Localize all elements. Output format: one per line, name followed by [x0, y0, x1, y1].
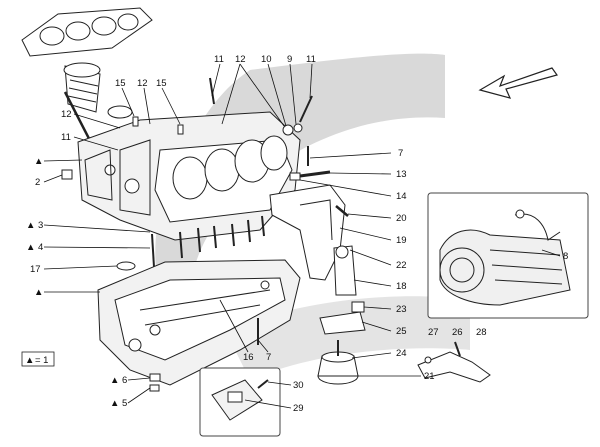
callout-24: 24: [396, 348, 407, 359]
legend: ▲ = 1: [21, 351, 55, 367]
callout-16: 16: [243, 352, 254, 363]
callout-26: 26: [452, 327, 463, 338]
callout-9: 9: [287, 54, 292, 65]
triangle-marker: ▲: [34, 287, 43, 298]
bolt-20: [335, 205, 349, 217]
engine-mount-rubber: [317, 340, 359, 385]
o-ring: [116, 261, 136, 271]
sensor-fitting-2: [293, 123, 303, 133]
top-plug-2: [177, 124, 184, 135]
gearbox-mount-bracket: [417, 341, 491, 383]
callout-10: 10: [261, 54, 272, 65]
oil-filter: [63, 62, 133, 119]
callout-25: 25: [396, 326, 407, 337]
bolt-13: [289, 170, 331, 181]
callout-7: 7: [266, 352, 271, 363]
callout-11: 11: [214, 54, 224, 65]
lower-inset: [199, 367, 281, 437]
legend-marker: ▲: [25, 355, 34, 366]
callout-11: 11: [306, 54, 316, 65]
callout-15: 15: [156, 78, 167, 89]
legend-text: = 1: [35, 355, 48, 366]
callout-17: 17: [30, 264, 41, 275]
leader-lines: [43, 63, 561, 409]
top-plug: [132, 116, 139, 127]
direction-arrow-icon: [478, 67, 558, 99]
callout-30: 30: [293, 380, 304, 391]
engine-mount-bracket: [269, 184, 346, 281]
callout-12: 12: [137, 78, 148, 89]
lower-crankcase: [97, 259, 301, 386]
callout-18: 18: [396, 281, 407, 292]
callout-21: 21: [424, 371, 435, 382]
callout-19: 19: [396, 235, 407, 246]
callout-5: ▲ 5: [110, 398, 127, 409]
plug-6: [149, 373, 161, 382]
crankcase-studs: [179, 215, 265, 259]
callout-29: 29: [293, 403, 304, 414]
triangle-marker: ▲: [34, 156, 43, 167]
callout-27: 27: [428, 327, 439, 338]
sensor-fitting: [282, 124, 294, 136]
bushing-23: [351, 301, 365, 313]
engine-mount-arm: [333, 245, 357, 296]
callout-8: 8: [563, 251, 568, 262]
callout-15: 15: [115, 78, 126, 89]
head-gasket: [21, 7, 153, 57]
plug-5: [149, 384, 160, 392]
transmission-inset: [427, 192, 589, 319]
callout-6: ▲ 6: [110, 375, 127, 386]
callout-12: 12: [235, 54, 246, 65]
callout-28: 28: [476, 327, 487, 338]
heat-shield: [319, 311, 366, 335]
callout-7: 7: [398, 148, 403, 159]
upper-crankcase-block: [77, 111, 301, 241]
callout-13: 13: [396, 169, 407, 180]
callout-23: 23: [396, 304, 407, 315]
callout-14: 14: [396, 191, 407, 202]
callout-2: 2: [35, 177, 40, 188]
callout-22: 22: [396, 260, 407, 271]
callout-11: 11: [61, 132, 71, 143]
callout-4: ▲ 4: [26, 242, 43, 253]
callout-12: 12: [61, 109, 72, 120]
callout-3: ▲ 3: [26, 220, 43, 231]
callout-20: 20: [396, 213, 407, 224]
callouts: 11 12 10 9 11 15 12 15 12 11 ▲ 2 7 13 14…: [26, 54, 568, 414]
plug-2: [61, 169, 73, 180]
